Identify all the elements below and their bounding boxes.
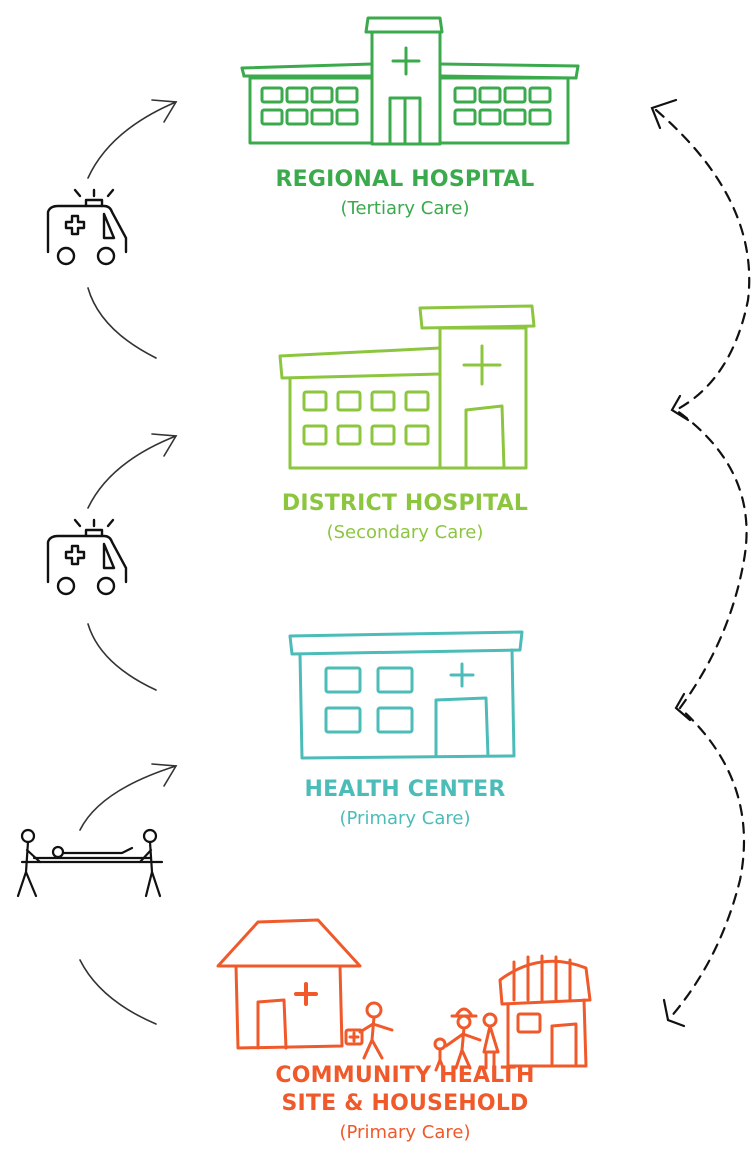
regional-hospital-icon xyxy=(240,16,580,146)
level-district: DISTRICT HOSPITAL (Secondary Care) xyxy=(160,490,650,545)
level-care: (Primary Care) xyxy=(339,808,471,829)
level-regional: REGIONAL HOSPITAL (Tertiary Care) xyxy=(160,166,650,221)
return-arrowheads xyxy=(650,98,692,1028)
ambulance-icon xyxy=(46,188,128,266)
level-health-center: HEALTH CENTER (Primary Care) xyxy=(160,776,650,831)
downward-return-arrow xyxy=(654,108,751,1020)
upward-referral-arrows xyxy=(79,99,178,1025)
level-name: COMMUNITY HEALTH SITE & HOUSEHOLD xyxy=(275,1063,535,1116)
level-community: COMMUNITY HEALTH SITE & HOUSEHOLD (Prima… xyxy=(160,1062,650,1145)
health-center-icon xyxy=(288,630,524,760)
level-name: REGIONAL HOSPITAL xyxy=(275,167,535,192)
level-care: (Tertiary Care) xyxy=(340,198,470,219)
ambulance-icon xyxy=(46,518,128,596)
stretcher-icon xyxy=(16,828,164,898)
district-hospital-icon xyxy=(278,304,536,470)
level-name: DISTRICT HOSPITAL xyxy=(281,491,529,516)
community-health-site-icon xyxy=(216,918,592,1072)
level-care: (Secondary Care) xyxy=(326,522,484,543)
level-care: (Primary Care) xyxy=(339,1122,471,1143)
level-name: HEALTH CENTER xyxy=(304,777,506,802)
